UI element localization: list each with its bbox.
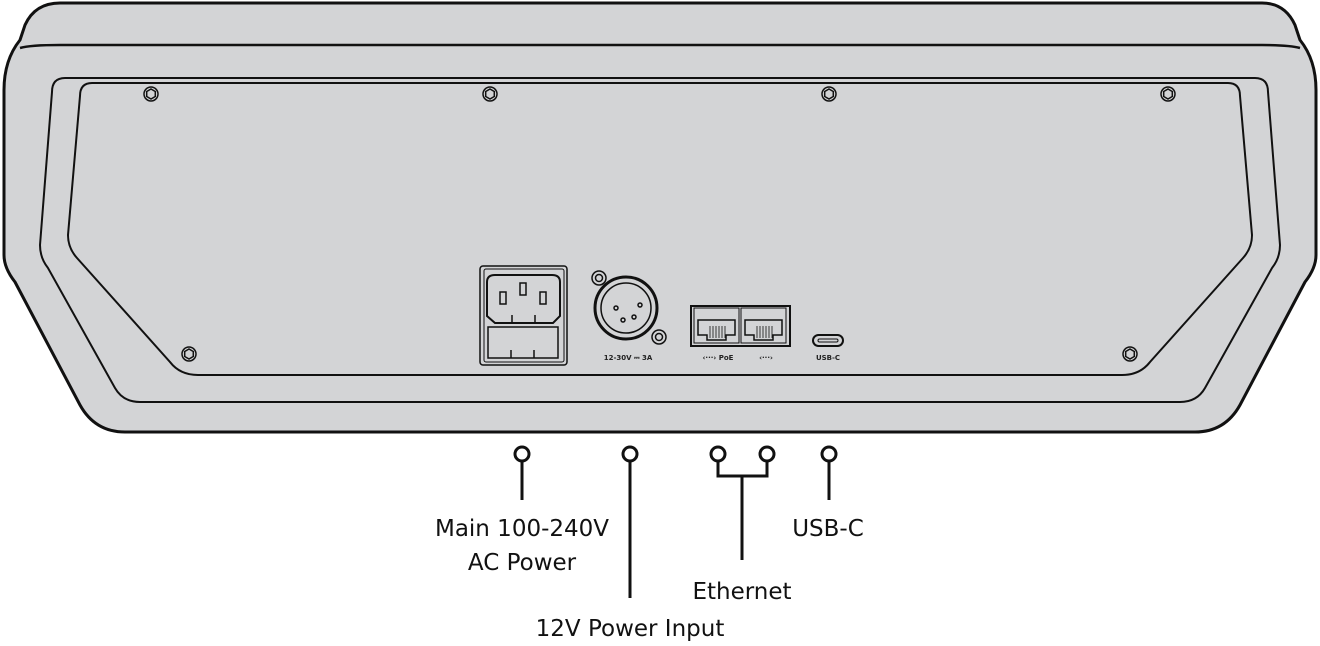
top-edge [19, 43, 1301, 50]
screw-icon [482, 86, 498, 102]
callout-ethernet: Ethernet [692, 579, 792, 605]
callout-usb: USB-C [792, 516, 864, 542]
screws [143, 86, 1176, 362]
ac-power-inlet [479, 265, 568, 366]
callout-ac-power-line1: Main 100-240V [434, 516, 610, 542]
panel-plate [66, 82, 1254, 376]
callout-dc-power: 12V Power Input [535, 616, 725, 642]
panel-frame-outer [38, 77, 1282, 403]
device-body [2, 1, 1318, 434]
callout-lines [513, 445, 838, 598]
callout-ac-power: Main 100-240V AC Power [435, 512, 609, 580]
usb-c-port [812, 334, 844, 347]
dc-xlr-connector [591, 270, 667, 345]
screw-icon [143, 86, 159, 102]
screw-icon [1160, 86, 1176, 102]
usb-c-label: USB-C [816, 354, 840, 362]
callout-ac-power-line2: AC Power [467, 550, 577, 576]
screw-icon [181, 346, 197, 362]
power-rating-label: 12-30V ⎓ 3A [604, 354, 653, 362]
screw-icon [821, 86, 837, 102]
ethernet-ports [690, 305, 791, 347]
ethernet-poe-label: ‹···› PoE [703, 354, 734, 362]
ethernet-label: ‹···› [759, 354, 773, 362]
screw-icon [1122, 346, 1138, 362]
